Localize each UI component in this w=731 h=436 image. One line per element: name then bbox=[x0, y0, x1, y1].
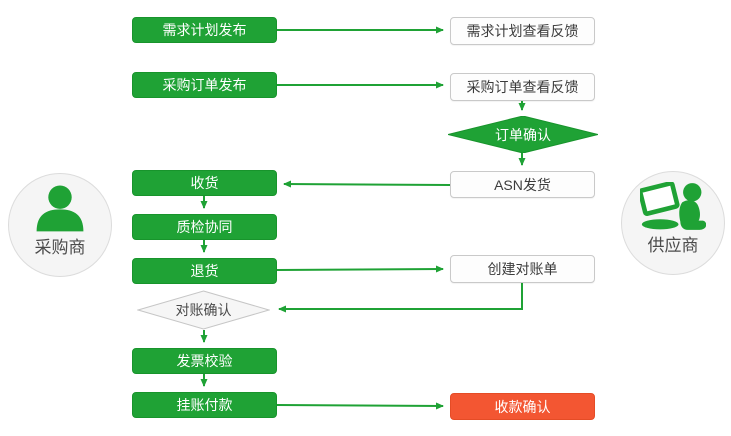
flow-node-invoice-verification: 发票校验 bbox=[132, 348, 277, 374]
actor-buyer-label: 采购商 bbox=[34, 238, 86, 257]
flow-node-payment-on-account: 挂账付款 bbox=[132, 392, 277, 418]
connector-return-to-statement bbox=[276, 265, 444, 273]
actor-supplier-label: 供应商 bbox=[647, 236, 699, 255]
diamond-shape bbox=[137, 290, 270, 330]
node-label: 订单确认 bbox=[495, 126, 551, 143]
flow-node-purchase-order-feedback: 采购订单查看反馈 bbox=[450, 73, 595, 101]
flow-node-return-goods: 退货 bbox=[132, 258, 277, 284]
flow-node-create-statement: 创建对账单 bbox=[450, 255, 595, 283]
flow-node-receive-goods: 收货 bbox=[132, 170, 277, 196]
flow-node-order-confirm: 订单确认 bbox=[448, 116, 598, 153]
supplier-person-laptop-icon bbox=[640, 182, 706, 230]
connector-statement-to-reconciliation bbox=[278, 283, 523, 313]
node-label: 对账确认 bbox=[175, 302, 232, 318]
flow-node-asn-shipment: ASN发货 bbox=[450, 171, 595, 198]
connector-asn-to-receive bbox=[283, 180, 451, 188]
actor-buyer: 采购商 bbox=[8, 173, 112, 277]
buyer-person-icon bbox=[36, 185, 84, 232]
flow-node-purchase-order-publish: 采购订单发布 bbox=[132, 72, 277, 98]
diamond-shape bbox=[448, 116, 598, 153]
actor-supplier: 供应商 bbox=[621, 171, 725, 275]
flow-node-demand-plan-feedback: 需求计划查看反馈 bbox=[450, 17, 595, 45]
flow-node-reconciliation-confirm: 对账确认 bbox=[137, 290, 270, 330]
flow-node-demand-plan-publish: 需求计划发布 bbox=[132, 17, 277, 43]
connector-payment-to-receipt bbox=[276, 402, 444, 410]
flow-node-quality-inspection: 质检协同 bbox=[132, 214, 277, 240]
flow-node-payment-receipt-confirm: 收款确认 bbox=[450, 393, 595, 420]
